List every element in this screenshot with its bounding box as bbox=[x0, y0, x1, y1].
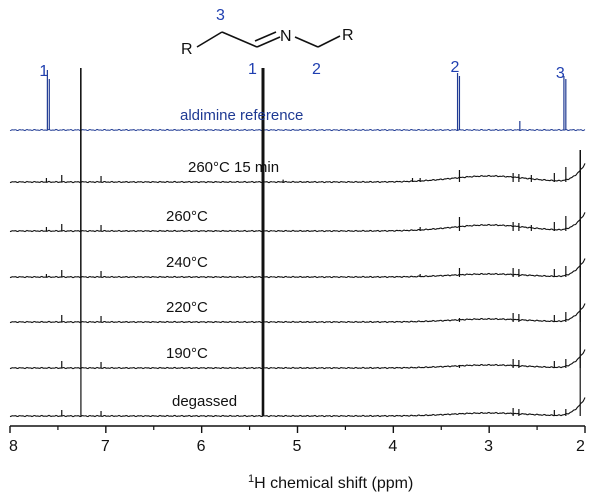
x-axis-title: 1H chemical shift (ppm) bbox=[248, 473, 413, 492]
structure-label-3: 3 bbox=[216, 7, 225, 24]
x-tick-label-2: 2 bbox=[576, 438, 585, 455]
spectrum-label-3: 240°C bbox=[166, 254, 208, 271]
structure-r-right: R bbox=[342, 27, 354, 44]
bond-r-c3 bbox=[196, 31, 223, 48]
bond-c1-n-double bbox=[254, 31, 277, 42]
bond-c2-r bbox=[317, 35, 341, 48]
spectrum-trace-2 bbox=[9, 212, 586, 233]
peak-annotation-1: 1 bbox=[39, 63, 48, 80]
spectrum-label-1: 260°C 15 min bbox=[188, 159, 279, 176]
imine-structure bbox=[196, 31, 341, 48]
bond-n-c2 bbox=[294, 36, 319, 48]
structure-r-left: R bbox=[181, 41, 193, 58]
spectrum-label-5: 190°C bbox=[166, 345, 208, 362]
spectrum-trace-5 bbox=[9, 349, 586, 370]
spectrum-trace-1 bbox=[9, 163, 586, 184]
spectrum-trace-3 bbox=[9, 258, 586, 279]
bond-c3-c1 bbox=[221, 31, 258, 48]
spectrum-label-4: 220°C bbox=[166, 299, 208, 316]
x-axis-title-text: H chemical shift (ppm) bbox=[254, 475, 413, 492]
spectrum-trace-0 bbox=[9, 128, 586, 132]
peak-annotations: 1 2 3 bbox=[39, 59, 565, 82]
x-tick-label-6: 6 bbox=[197, 438, 206, 455]
x-tick-label-8: 8 bbox=[9, 438, 18, 455]
spectrum-label-6: degassed bbox=[172, 393, 237, 410]
spectrum-labels: aldimine reference 260°C 15 min 260°C 240°C… bbox=[166, 107, 303, 410]
structure-label-1: 1 bbox=[248, 61, 257, 78]
peak-annotation-2: 2 bbox=[450, 59, 459, 76]
structure-label-2: 2 bbox=[312, 61, 321, 78]
spectra-group bbox=[9, 68, 586, 418]
structure-n: N bbox=[280, 28, 292, 45]
bond-c1-n bbox=[256, 36, 281, 48]
x-tick-label-4: 4 bbox=[388, 438, 397, 455]
x-tick-label-7: 7 bbox=[101, 438, 110, 455]
x-tick-label-3: 3 bbox=[484, 438, 493, 455]
spectrum-label-2: 260°C bbox=[166, 208, 208, 225]
spectrum-trace-4 bbox=[9, 303, 586, 324]
spectrum-label-0: aldimine reference bbox=[180, 107, 303, 124]
spectrum-trace-6 bbox=[9, 397, 586, 418]
peak-annotation-3: 3 bbox=[556, 65, 565, 82]
x-axis: 8 7 6 5 4 3 2 bbox=[9, 425, 586, 455]
x-tick-label-5: 5 bbox=[293, 438, 302, 455]
x-axis-title-superscript: 1 bbox=[248, 473, 254, 485]
